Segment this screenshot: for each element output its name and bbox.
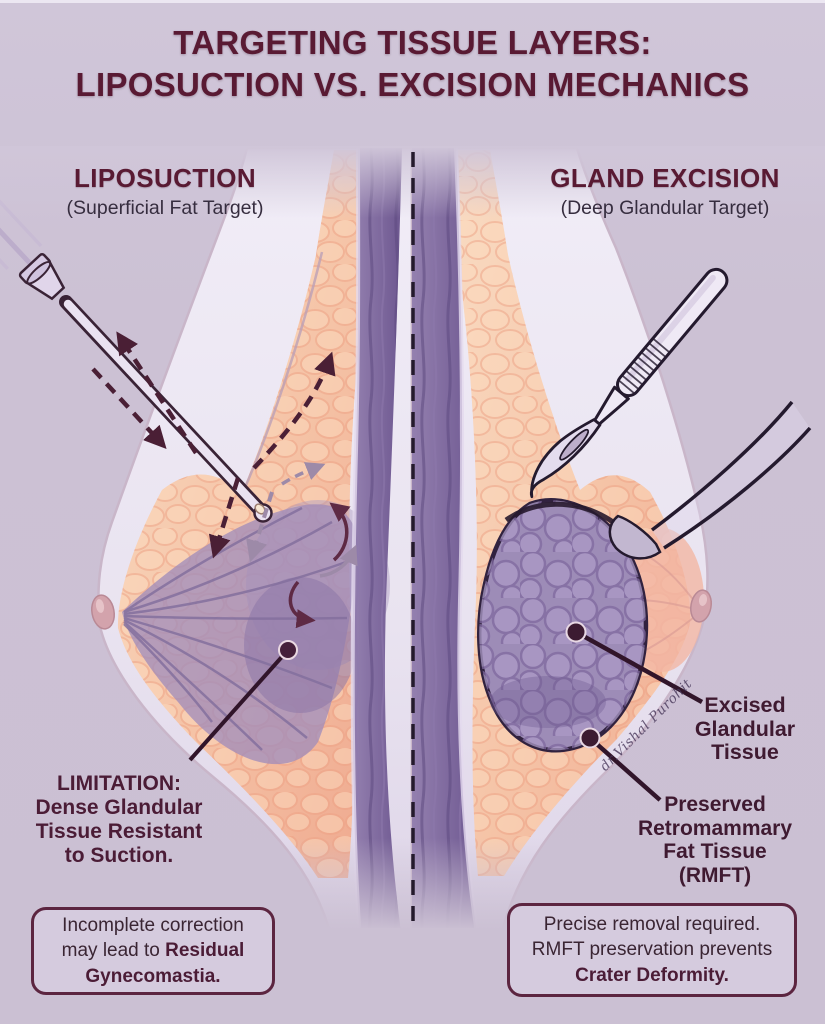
left-caption-box: Incomplete correction may lead to Residu… [31, 907, 275, 995]
right-caption-box: Precise removal required. RMFT preservat… [507, 903, 797, 997]
page-title-line2: LIPOSUCTION VS. EXCISION MECHANICS [75, 66, 750, 104]
bottom-mask [0, 928, 825, 1024]
page-title-line1: TARGETING TISSUE LAYERS: [173, 24, 652, 61]
preserved-fat-leader-line [579, 727, 662, 802]
left-caption-normal: Incomplete correction may lead to [61, 915, 244, 962]
right-caption-text: Precise removal required. RMFT preservat… [520, 912, 784, 987]
scalpel-illustration [529, 267, 729, 499]
excised-gland-leader-line [565, 621, 704, 704]
page-title: TARGETING TISSUE LAYERS: LIPOSUCTION VS.… [0, 22, 825, 106]
left-panel-subheading: (Superficial Fat Target) [66, 197, 264, 219]
left-breast-cross-section [91, 146, 414, 942]
left-panel-header: LIPOSUCTION (Superficial Fat Target) [15, 163, 315, 220]
limitation-leader-line [188, 640, 298, 762]
excised-gland-label: Excised Glandular Tissue [694, 693, 796, 765]
right-breast-cross-section [410, 146, 712, 942]
top-edge-highlight [0, 0, 825, 3]
preserved-fat-label: Preserved Retromammary Fat Tissue (RMFT) [637, 793, 793, 887]
excised-gland-mass [476, 498, 649, 753]
right-panel-header: GLAND EXCISION (Deep Glandular Target) [505, 163, 825, 220]
right-panel-subheading: (Deep Glandular Target) [560, 197, 770, 219]
dense-gland-left [122, 500, 390, 765]
left-caption-text: Incomplete correction may lead to Residu… [44, 913, 262, 988]
right-caption-normal: Precise removal required. RMFT preservat… [531, 914, 773, 961]
forceps-illustration [608, 400, 812, 560]
nipple-left [91, 594, 115, 630]
right-caption-bold: Crater Deformity. [575, 964, 729, 986]
suction-motion-arrows [91, 331, 358, 629]
left-caption-bold: Residual Gynecomastia. [85, 940, 245, 987]
right-panel-heading: GLAND EXCISION [550, 163, 780, 193]
nipple-right [690, 589, 712, 623]
left-panel-heading: LIPOSUCTION [73, 163, 257, 193]
limitation-label: LIMITATION: Dense Glandular Tissue Resis… [35, 772, 203, 867]
